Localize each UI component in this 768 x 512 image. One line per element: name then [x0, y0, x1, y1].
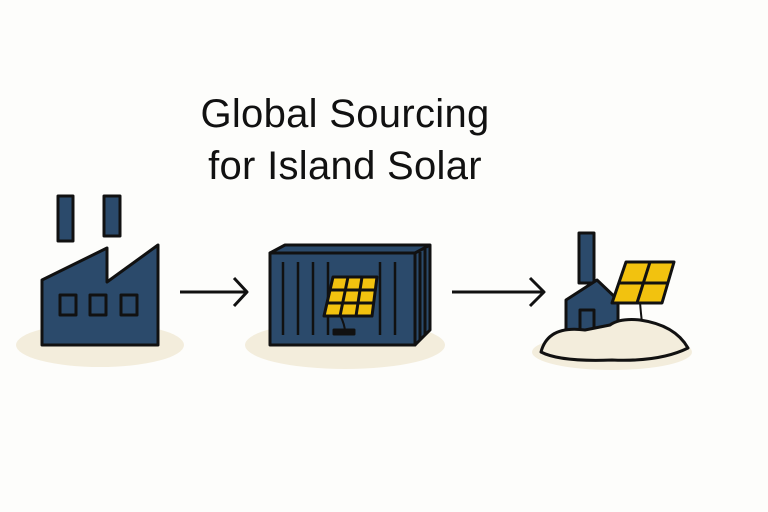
- title-line-1: Global Sourcing: [200, 92, 490, 136]
- arrow-right-icon: [452, 276, 546, 308]
- island-house-icon: [532, 231, 692, 370]
- solar-panel-icon: [322, 275, 379, 336]
- solar-panel-icon: [610, 260, 676, 305]
- factory-icon: [16, 194, 184, 367]
- title-line-2: for Island Solar: [208, 144, 482, 188]
- diagram-title: Global Sourcing for Island Solar: [120, 88, 570, 192]
- shipping-container-icon: [245, 243, 445, 369]
- arrow-right-icon: [180, 276, 249, 308]
